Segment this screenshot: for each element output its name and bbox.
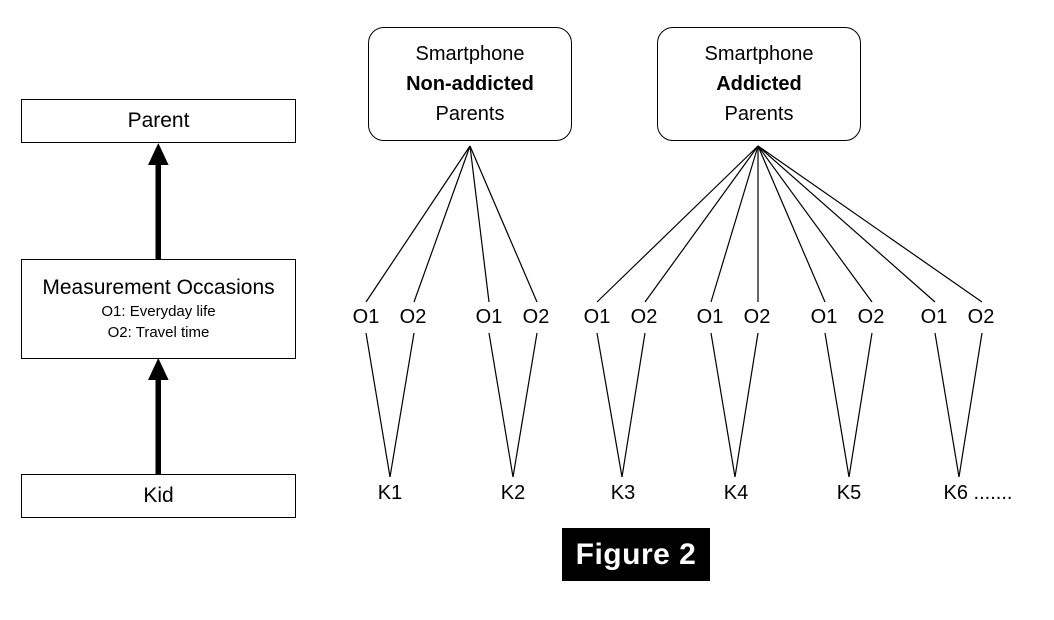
- occasion-node-k4-o1: O1: [696, 306, 724, 328]
- group-header-addicted: Smartphone Addicted Parents: [657, 27, 861, 141]
- occasion-node-k2-o2: O2: [522, 306, 550, 328]
- occasion-node-k4-o2: O2: [743, 306, 771, 328]
- kid-to-occasions-arrow: [148, 358, 169, 474]
- group-header-non-addicted: Smartphone Non-addicted Parents: [368, 27, 572, 141]
- kid-node-k5: K5: [836, 482, 862, 504]
- measurement-occasion-o1: O1: Everyday life: [101, 303, 216, 320]
- fan-lines-non-addicted: [365, 145, 538, 303]
- group-header-line-2: Non-addicted: [406, 73, 534, 95]
- occasion-node-k6-o2: O2: [967, 306, 995, 328]
- occasion-node-k1-o2: O2: [399, 306, 427, 328]
- measurement-occasions-box: Measurement Occasions O1: Everyday life …: [21, 259, 296, 359]
- kid-node-k6: K6 .......: [943, 482, 1013, 504]
- occasion-node-k1-o1: O1: [352, 306, 380, 328]
- group-header-line-2: Addicted: [716, 73, 802, 95]
- kid-node-k4: K4: [723, 482, 749, 504]
- kid-node-k1: K1: [377, 482, 403, 504]
- parent-box-label: Parent: [127, 109, 190, 132]
- figure-caption-text: Figure 2: [575, 537, 697, 571]
- figure-caption-tag: Figure 2: [562, 528, 710, 581]
- occasions-to-parent-arrow: [148, 143, 169, 259]
- occasion-node-k2-o1: O1: [475, 306, 503, 328]
- kid-box: Kid: [21, 474, 296, 518]
- group-header-line-3: Parents: [435, 103, 505, 125]
- occasion-node-k3-o2: O2: [630, 306, 658, 328]
- parent-box: Parent: [21, 99, 296, 143]
- occasion-node-k5-o1: O1: [810, 306, 838, 328]
- occasion-node-k5-o2: O2: [857, 306, 885, 328]
- occasion-node-k6-o1: O1: [920, 306, 948, 328]
- occasion-to-kid-connectors: [365, 332, 983, 478]
- measurement-occasion-o2: O2: Travel time: [107, 324, 210, 341]
- group-header-line-1: Smartphone: [415, 43, 525, 65]
- group-header-line-3: Parents: [724, 103, 794, 125]
- kid-node-k2: K2: [500, 482, 526, 504]
- occasion-node-k3-o1: O1: [583, 306, 611, 328]
- kid-box-label: Kid: [143, 484, 174, 507]
- group-header-line-1: Smartphone: [704, 43, 814, 65]
- measurement-occasions-title: Measurement Occasions: [42, 276, 275, 299]
- kid-node-k3: K3: [610, 482, 636, 504]
- fan-lines-addicted: [596, 145, 983, 303]
